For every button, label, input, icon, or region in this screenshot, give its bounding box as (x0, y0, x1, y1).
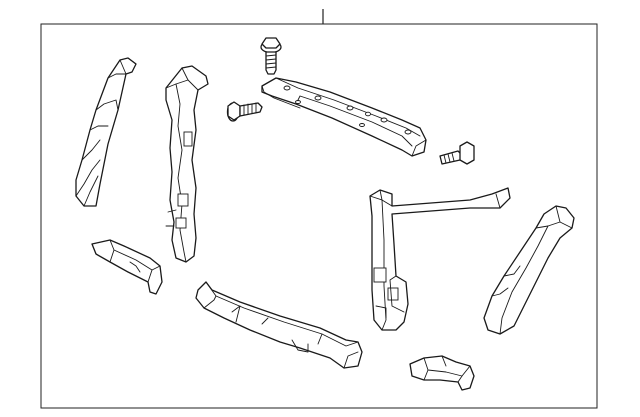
bolt-right (439, 141, 475, 165)
left-lower-bracket (91, 239, 163, 295)
diagram-frame (40, 23, 598, 409)
lower-tie-bar (195, 281, 363, 369)
left-inner-support (165, 65, 209, 263)
left-outer-side-member (75, 57, 137, 207)
bolt-top (260, 37, 282, 75)
upper-tie-bar (261, 77, 427, 157)
bolt-left (226, 101, 263, 122)
right-outer-side-member (483, 205, 575, 335)
right-lower-bracket (409, 355, 475, 391)
right-support-post (369, 187, 511, 331)
